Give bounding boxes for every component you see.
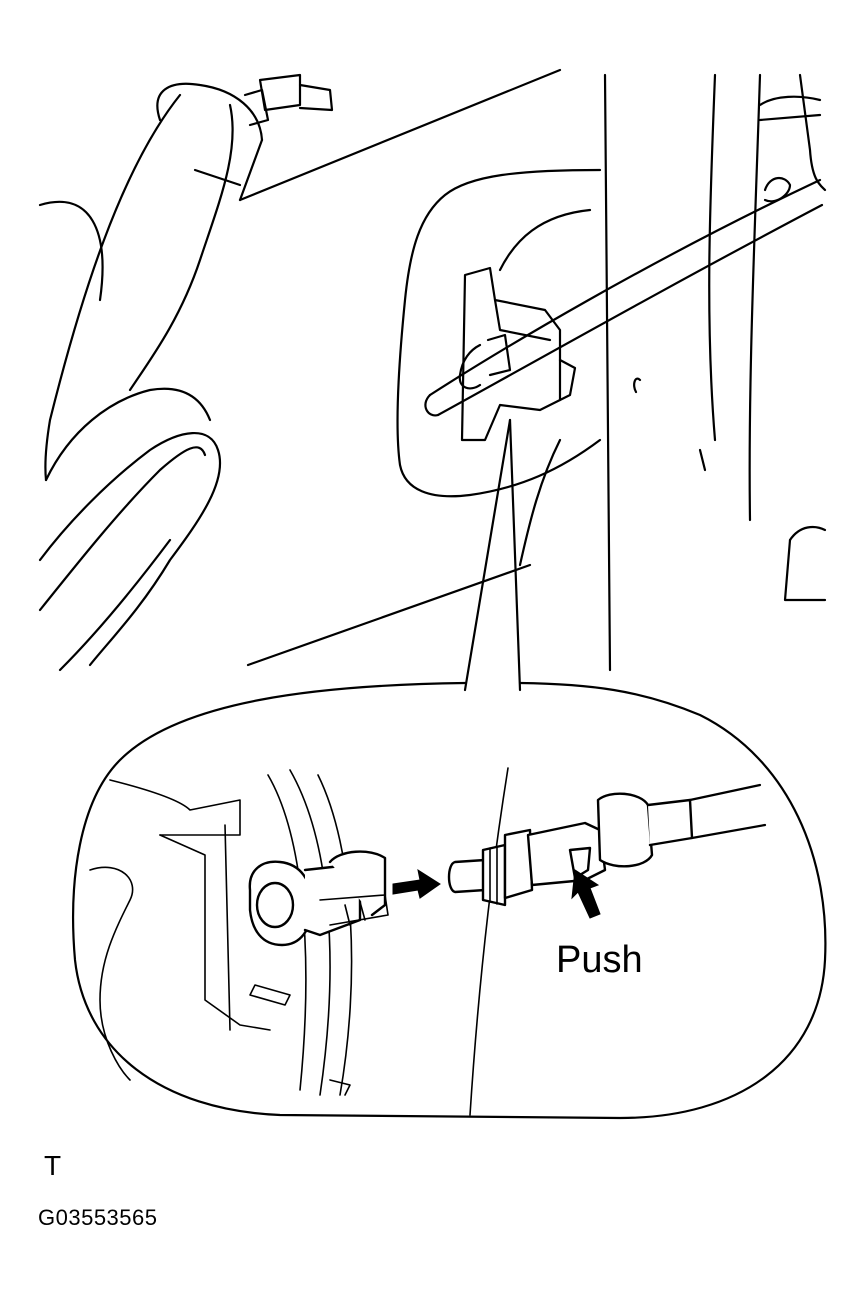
pillar: [603, 73, 827, 672]
push-label: Push: [556, 939, 643, 981]
control-cable: [424, 178, 824, 417]
insert-direction-arrow: [392, 868, 441, 899]
upper-overview-view: [38, 68, 827, 692]
recess-panel: [396, 168, 602, 498]
corner-code: T: [44, 1150, 62, 1181]
connector-bracket: [458, 266, 577, 442]
socket-connector: [248, 850, 389, 947]
detail-callout-bubble: Push: [72, 681, 827, 1120]
cable-plug: [447, 783, 767, 907]
leader-lines: [463, 418, 522, 692]
push-arrow: [571, 869, 601, 919]
hose-left: [38, 73, 334, 672]
figure-id: G03553565: [38, 1205, 158, 1230]
detail-background: [89, 767, 509, 1116]
